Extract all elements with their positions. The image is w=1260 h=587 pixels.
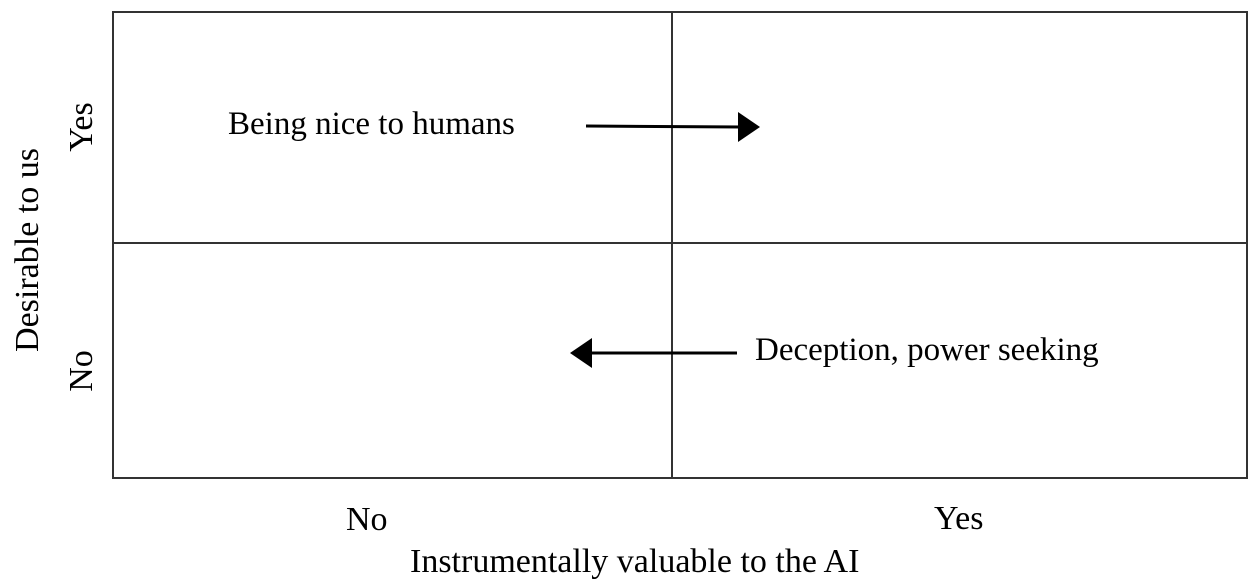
top-left-quadrant-label: Being nice to humans: [228, 106, 515, 142]
horizontal-divider: [112, 242, 1248, 244]
bottom-right-quadrant-label: Deception, power seeking: [755, 332, 1099, 368]
y-tick-yes: Yes: [63, 102, 100, 152]
x-axis-label: Instrumentally valuable to the AI: [410, 543, 860, 580]
vertical-divider: [671, 11, 673, 479]
y-tick-no: No: [63, 350, 100, 392]
x-tick-no: No: [346, 501, 388, 538]
quadrant-grid-frame: [112, 11, 1248, 479]
left-arrow: [570, 338, 737, 368]
right-arrow: [585, 112, 760, 142]
y-axis-label: Desirable to us: [9, 148, 46, 352]
x-tick-yes: Yes: [934, 500, 984, 537]
